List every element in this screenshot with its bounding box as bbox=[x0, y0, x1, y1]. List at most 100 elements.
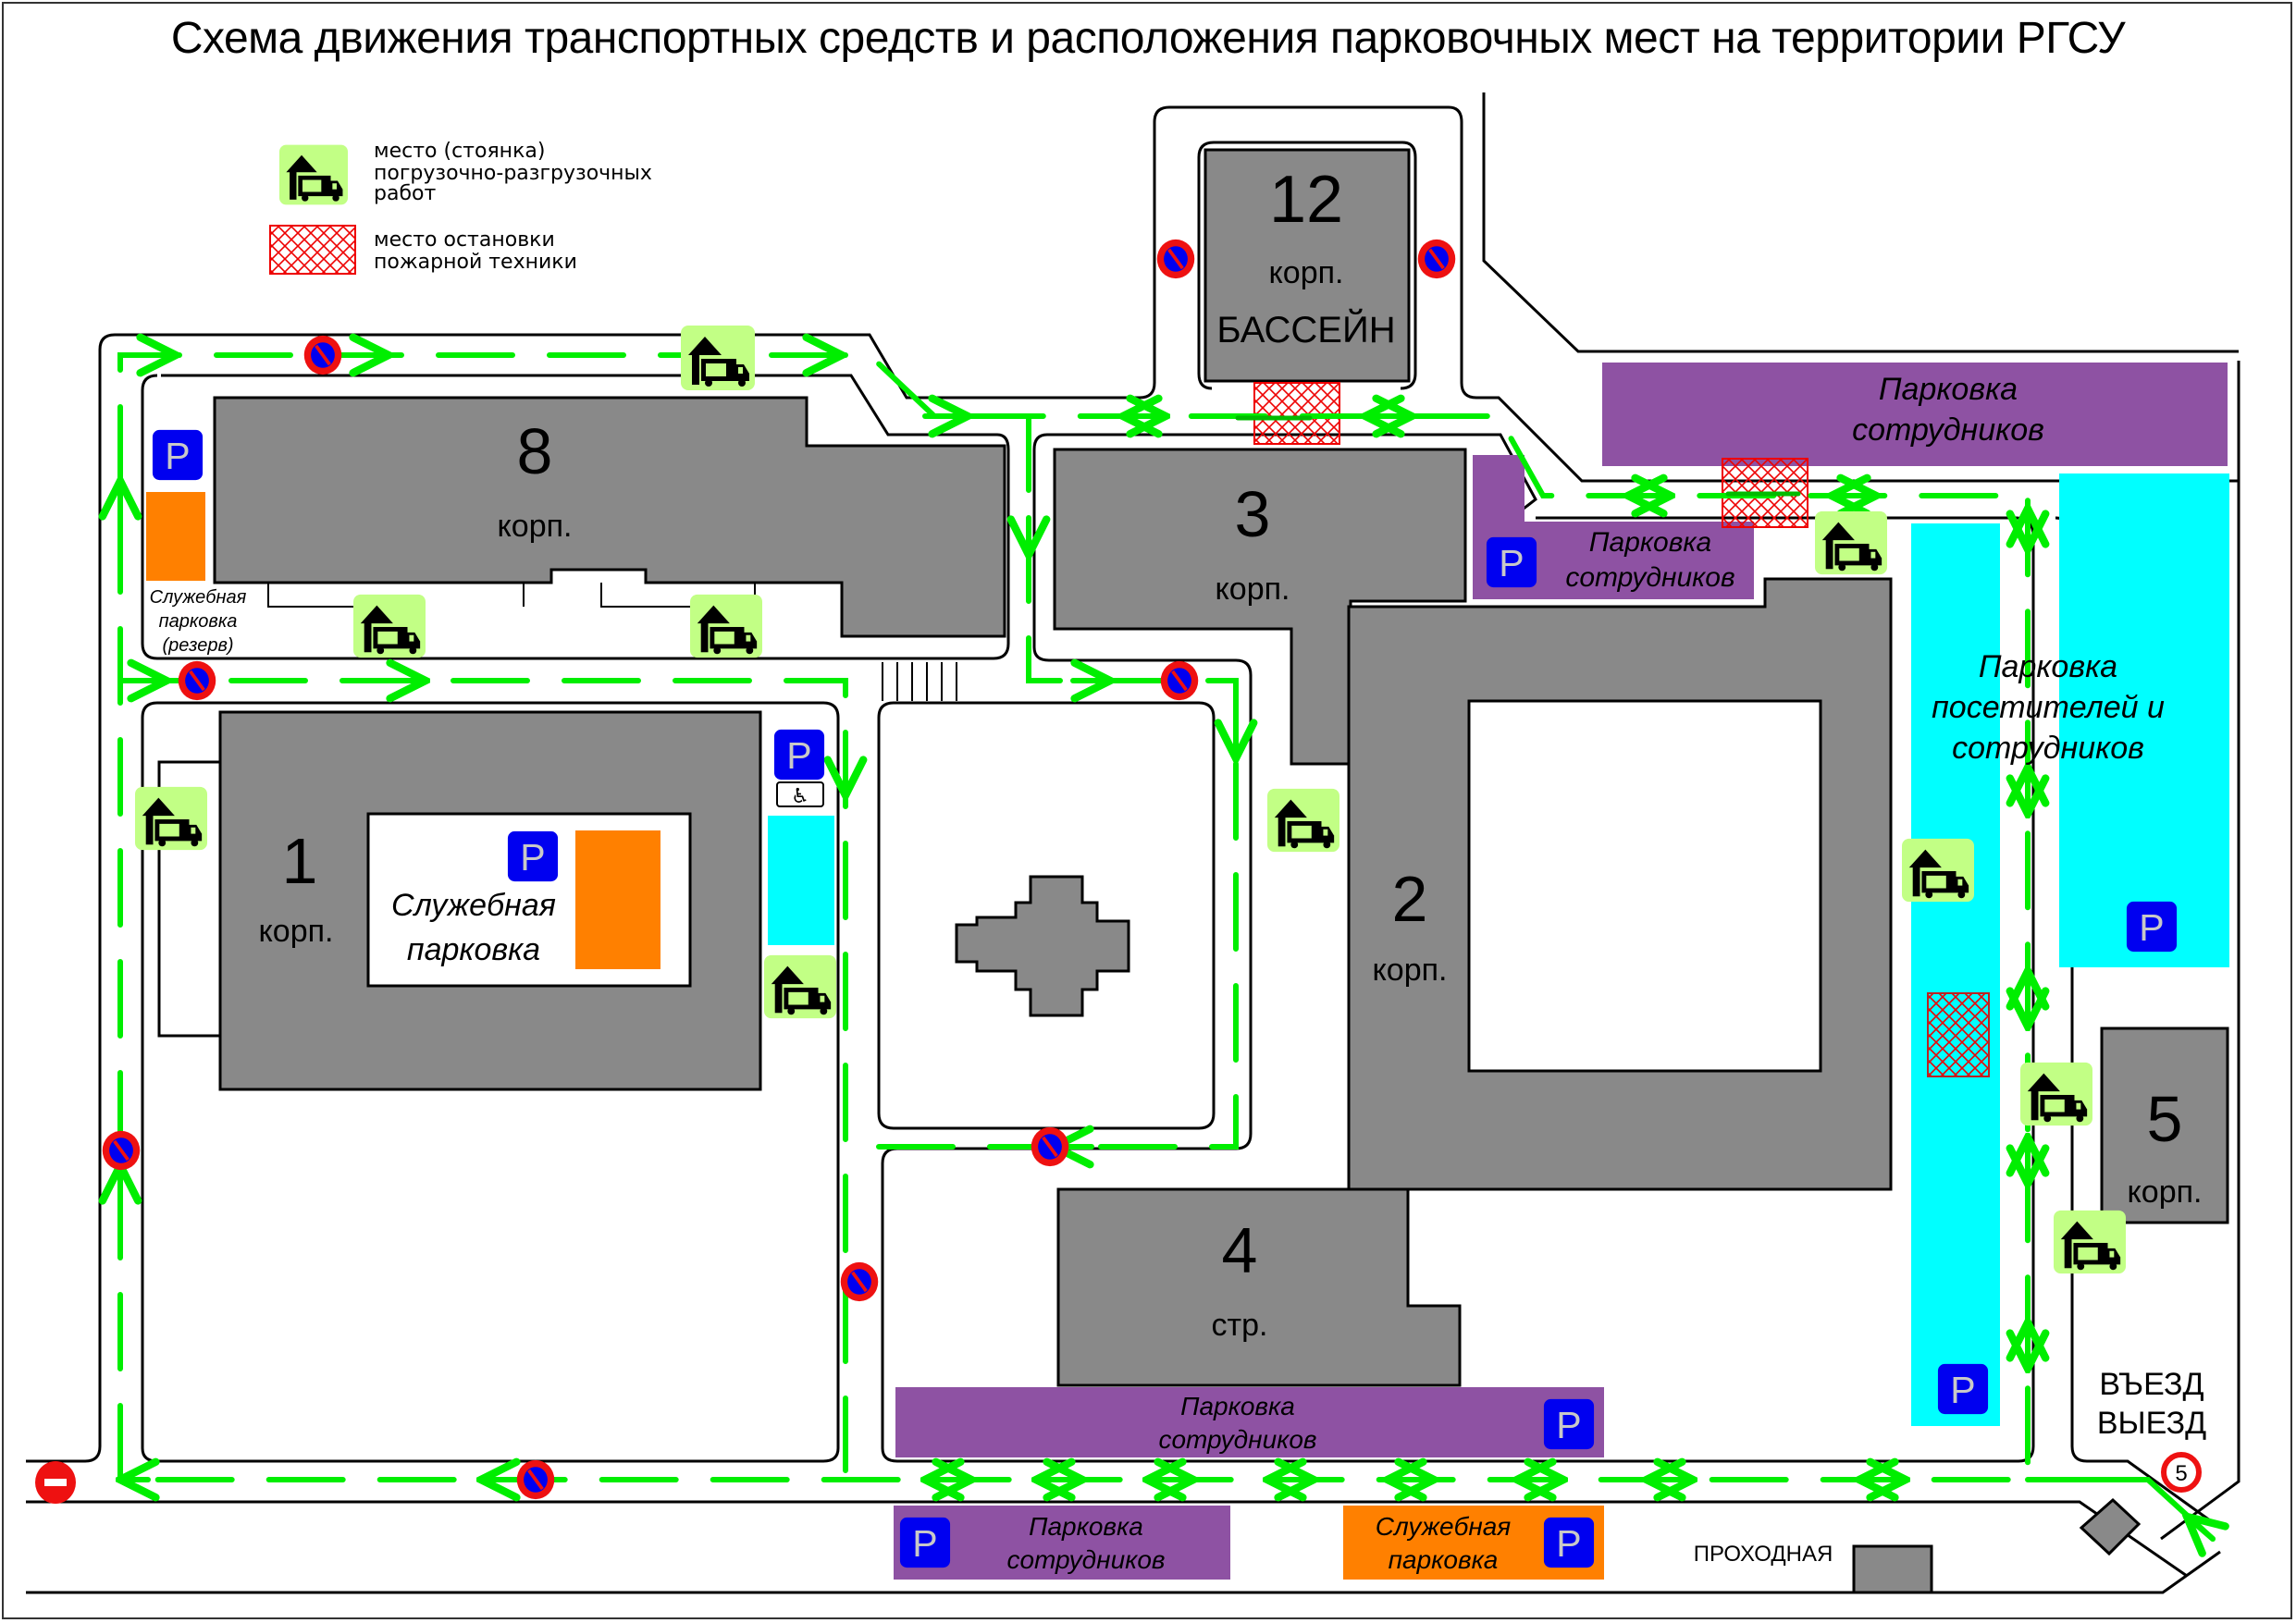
route-mid bbox=[117, 678, 848, 1473]
building-4-type: стр. bbox=[1212, 1308, 1268, 1343]
parking-service-reserve bbox=[146, 492, 205, 581]
parking-staff-bottom-line2: сотрудников bbox=[1006, 1545, 1165, 1574]
no-parking-icon bbox=[100, 1128, 142, 1173]
parking-staff-b3 bbox=[1473, 455, 1754, 599]
building-3-number: 3 bbox=[1235, 478, 1271, 550]
parking-visitors-a bbox=[1911, 523, 2000, 1426]
fountain bbox=[955, 875, 1130, 1017]
building-5-number: 5 bbox=[2147, 1083, 2183, 1155]
building-12-number: 12 bbox=[1269, 163, 1343, 237]
legend-loading-line1: место (стоянка) bbox=[374, 140, 545, 163]
parking-sign-icon bbox=[1937, 1363, 1989, 1415]
parking-sign-icon bbox=[1486, 536, 1537, 588]
curb-pool bbox=[1197, 141, 1417, 390]
loading-zone-icon bbox=[681, 326, 755, 390]
building-2-type: корп. bbox=[1373, 953, 1448, 988]
parking-sign-icon bbox=[899, 1517, 951, 1568]
legend-fire-line1: место остановки bbox=[374, 228, 555, 252]
legend-fire-line2: пожарной техники bbox=[374, 251, 577, 274]
building-labels: 12 корп. БАССЕЙН 8 корп. 3 корп. 1 корп.… bbox=[259, 163, 2203, 1343]
building-1-type: корп. bbox=[259, 914, 334, 949]
parking-staff-b3-line2: сотрудников bbox=[1565, 562, 1734, 593]
parking-service-reserve-line1: Служебная bbox=[150, 587, 247, 608]
no-parking-icon bbox=[514, 1457, 557, 1502]
no-parking-icon bbox=[1029, 1125, 1071, 1169]
building-8 bbox=[213, 396, 1006, 638]
building-8-type: корп. bbox=[498, 509, 573, 544]
page-title: Схема движения транспортных средств и ра… bbox=[170, 14, 2126, 63]
entry-label: ВЪЕЗД bbox=[2099, 1367, 2203, 1402]
building-4-number: 4 bbox=[1222, 1214, 1258, 1286]
route-arrows bbox=[120, 355, 2213, 1539]
parking-labels: Парковка сотрудников Парковка сотруднико… bbox=[150, 372, 2165, 1574]
curb-bottom-street bbox=[26, 1500, 2221, 1594]
no-parking-icon bbox=[1154, 237, 1197, 281]
fire-stop-zone bbox=[1927, 992, 1990, 1077]
curb-top-right-boundary bbox=[1482, 92, 2239, 353]
b8-ramps bbox=[267, 583, 756, 608]
misc-labels: ВЪЕЗД ВЫЕЗД ПРОХОДНАЯ bbox=[1694, 1367, 2206, 1567]
curb-block1 bbox=[141, 701, 840, 1463]
building-12-name: БАССЕЙН bbox=[1216, 308, 1395, 350]
parking-visitors-line1: Парковка bbox=[1979, 649, 2117, 684]
parking-service-reserve-line2: парковка bbox=[159, 611, 238, 632]
parking-staff-b3-line1: Парковка bbox=[1589, 527, 1711, 558]
route-center-down bbox=[867, 413, 1239, 1150]
loading-zone-icon bbox=[2054, 1210, 2126, 1274]
wheelchair-icon: ♿ bbox=[791, 785, 809, 808]
building-5-type: корп. bbox=[2128, 1174, 2203, 1210]
parking-sign-icon bbox=[507, 830, 559, 882]
parking-service-bottom-line2: парковка bbox=[1389, 1545, 1499, 1574]
exit-label: ВЫЕЗД bbox=[2097, 1406, 2206, 1441]
parking-service-b1-line2: парковка bbox=[407, 932, 540, 967]
legend-fire-icon bbox=[269, 225, 356, 275]
building-8-number: 8 bbox=[517, 415, 553, 487]
speed-limit-value: 5 bbox=[2175, 1461, 2187, 1486]
building-5 bbox=[2100, 1027, 2229, 1224]
checkpoint-label: ПРОХОДНАЯ bbox=[1694, 1542, 1833, 1567]
parking-sign-icon bbox=[152, 429, 204, 481]
parking-service-reserve-line3: (резерв) bbox=[162, 635, 233, 656]
loading-zone-icon bbox=[353, 594, 426, 658]
curb-center bbox=[877, 701, 1216, 1130]
legend-loading-line2: погрузочно-разгрузочных bbox=[374, 162, 652, 185]
building-3-type: корп. bbox=[1216, 572, 1290, 607]
parking-visitors-line3: сотрудников bbox=[1952, 731, 2144, 766]
no-parking-icon bbox=[1158, 658, 1201, 703]
loading-zone-icon bbox=[764, 954, 836, 1019]
arrow-south bbox=[2187, 1517, 2213, 1539]
loading-zone-icon bbox=[2020, 1062, 2092, 1126]
parking-sign-icon bbox=[773, 729, 825, 781]
parking-disabled-blue bbox=[768, 816, 834, 945]
building-4 bbox=[1056, 1187, 1462, 1387]
disabled-parking-plate: ♿ bbox=[776, 781, 824, 808]
parking-sign-icon bbox=[1543, 1517, 1595, 1568]
no-parking-icon bbox=[176, 658, 218, 703]
gate-booth bbox=[2079, 1497, 2142, 1556]
no-entry-sign bbox=[35, 1461, 76, 1504]
no-parking-icon bbox=[302, 333, 344, 377]
parking-staff-top-right-line2: сотрудников bbox=[1852, 412, 2044, 448]
building-2-courtyard bbox=[1467, 699, 1822, 1073]
parking-visitors-line2: посетителей и bbox=[1932, 690, 2165, 725]
checkpoint-building bbox=[1852, 1544, 1933, 1594]
no-parking-icon bbox=[1415, 237, 1458, 281]
loading-zone-icon bbox=[135, 786, 207, 851]
building-12 bbox=[1204, 148, 1411, 383]
parking-service-bottom-line1: Служебная bbox=[1376, 1512, 1512, 1541]
parking-visitors-b bbox=[2059, 473, 2229, 967]
parking-sign-icon bbox=[1543, 1398, 1595, 1450]
parking-staff-top-right-line1: Парковка bbox=[1879, 372, 2018, 407]
building-12-type: корп. bbox=[1269, 255, 1344, 290]
legend: место (стоянка) погрузочно-разгрузочных … bbox=[374, 140, 652, 274]
parking-staff-b4-line2: сотрудников bbox=[1158, 1425, 1316, 1454]
parking-service-b1-line1: Служебная bbox=[391, 888, 556, 923]
parking-staff-bottom-line1: Парковка bbox=[1029, 1512, 1143, 1541]
speed-limit-sign: 5 bbox=[2161, 1452, 2202, 1493]
loading-zone-icon bbox=[279, 144, 348, 205]
crosswalk bbox=[882, 662, 957, 701]
parking-staff-b4-line1: Парковка bbox=[1180, 1392, 1295, 1420]
legend-loading-line3: работ bbox=[374, 182, 436, 205]
parking-sign-icon bbox=[2126, 901, 2178, 953]
